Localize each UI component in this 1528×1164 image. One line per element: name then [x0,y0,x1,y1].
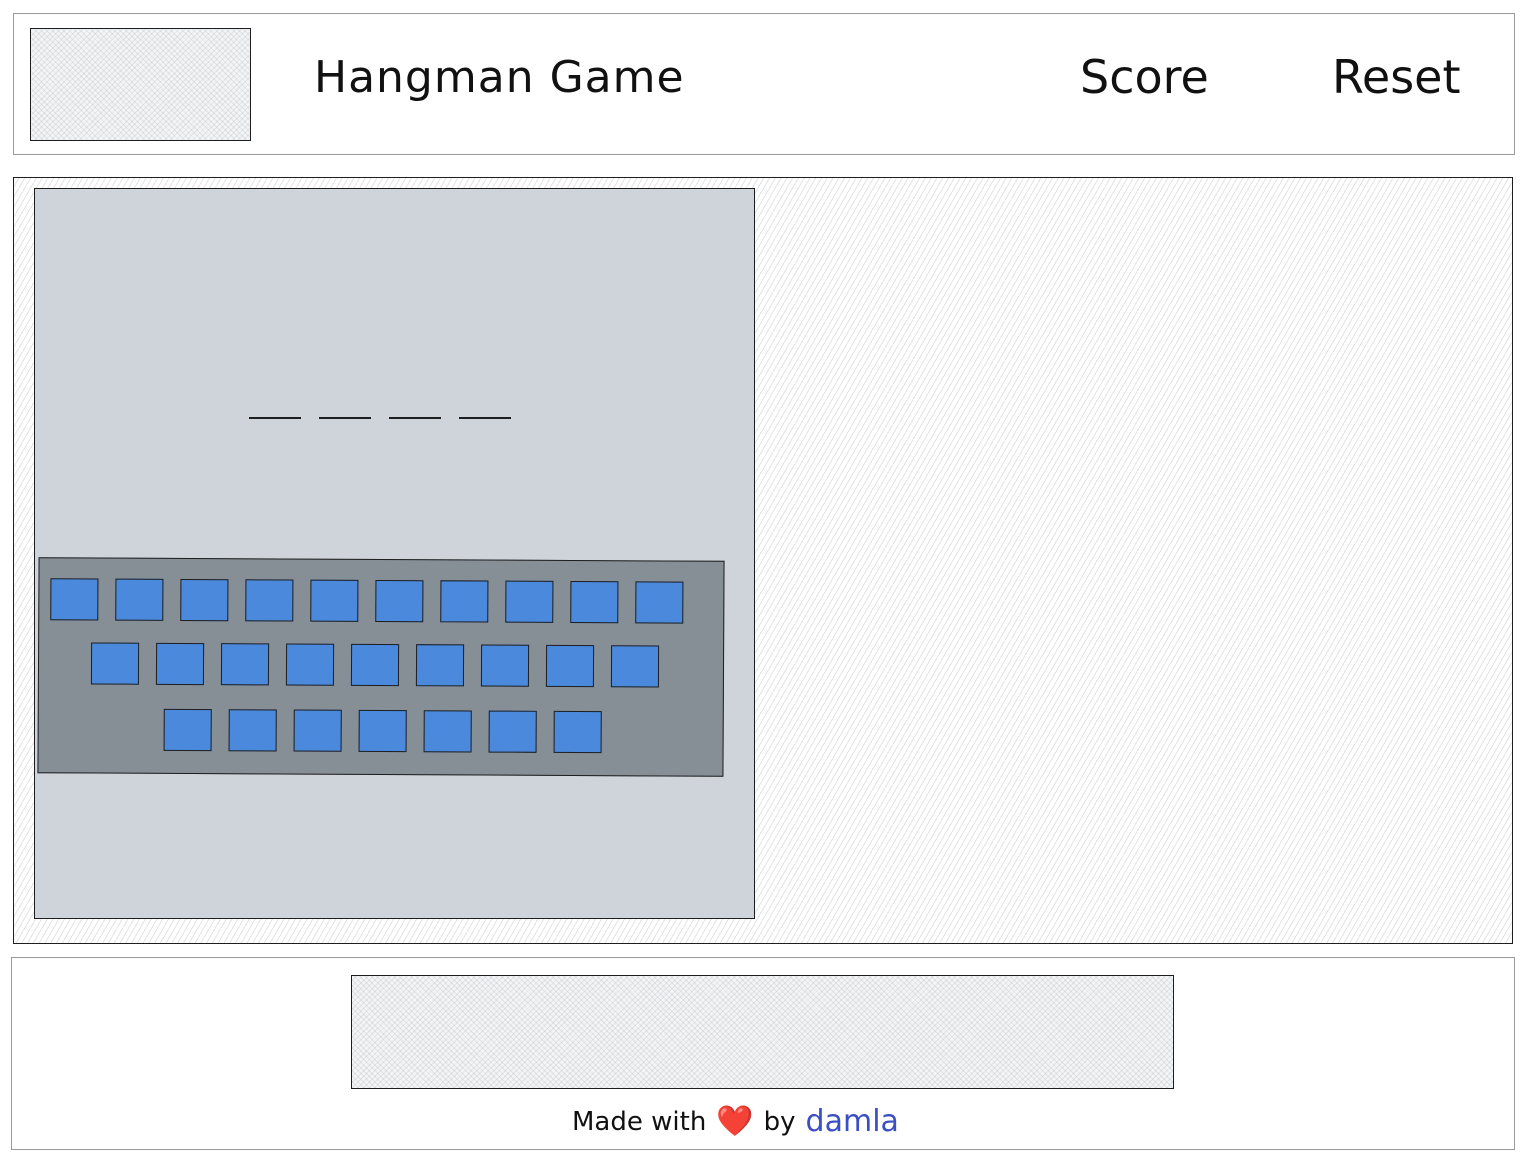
keyboard-row-3 [163,708,602,754]
letter-key[interactable] [480,644,530,687]
logo-placeholder [30,28,251,141]
letter-key[interactable] [423,710,472,753]
word-blanks [249,417,511,419]
letter-key[interactable] [610,645,660,688]
heart-icon: ❤️ [716,1103,754,1139]
header: Hangman Game Score Reset [13,13,1515,155]
credit-prefix: Made with [572,1106,707,1137]
letter-blank [459,417,511,419]
letter-key[interactable] [570,580,619,624]
letter-key[interactable] [245,579,294,622]
letter-key[interactable] [228,709,277,752]
letter-key[interactable] [285,643,335,686]
letter-key[interactable] [440,580,489,623]
letter-key[interactable] [163,708,212,752]
letter-key[interactable] [50,578,99,621]
letter-key[interactable] [505,580,554,623]
letter-key[interactable] [115,578,164,621]
author-link[interactable]: damla [805,1104,899,1139]
letter-key[interactable] [635,581,684,624]
credit-line: Made with ❤️ by damla [572,1104,899,1139]
letter-key[interactable] [155,642,205,686]
letter-key[interactable] [220,643,270,686]
letter-key[interactable] [553,710,602,754]
keyboard-row-1 [50,578,684,624]
game-panel [34,188,755,919]
score-link[interactable]: Score [1080,50,1209,104]
letter-key[interactable] [310,579,359,622]
letter-key[interactable] [415,644,465,687]
letter-key[interactable] [90,642,140,685]
reset-link[interactable]: Reset [1332,50,1461,104]
letter-key[interactable] [375,579,424,623]
letter-key[interactable] [545,644,595,688]
on-screen-keyboard [37,557,725,777]
letter-key[interactable] [350,643,400,687]
letter-key[interactable] [180,578,229,622]
letter-key[interactable] [488,710,537,753]
letter-key[interactable] [358,709,407,753]
letter-blank [249,417,301,419]
footer: Made with ❤️ by damla [11,957,1515,1150]
page-title: Hangman Game [314,52,685,103]
footer-image-placeholder [351,975,1174,1089]
credit-by: by [763,1106,796,1137]
letter-blank [389,417,441,419]
hangman-drawing-area [759,180,1510,942]
keyboard-row-2 [90,642,660,688]
main-area [13,177,1513,944]
letter-key[interactable] [293,709,342,752]
letter-blank [319,417,371,419]
